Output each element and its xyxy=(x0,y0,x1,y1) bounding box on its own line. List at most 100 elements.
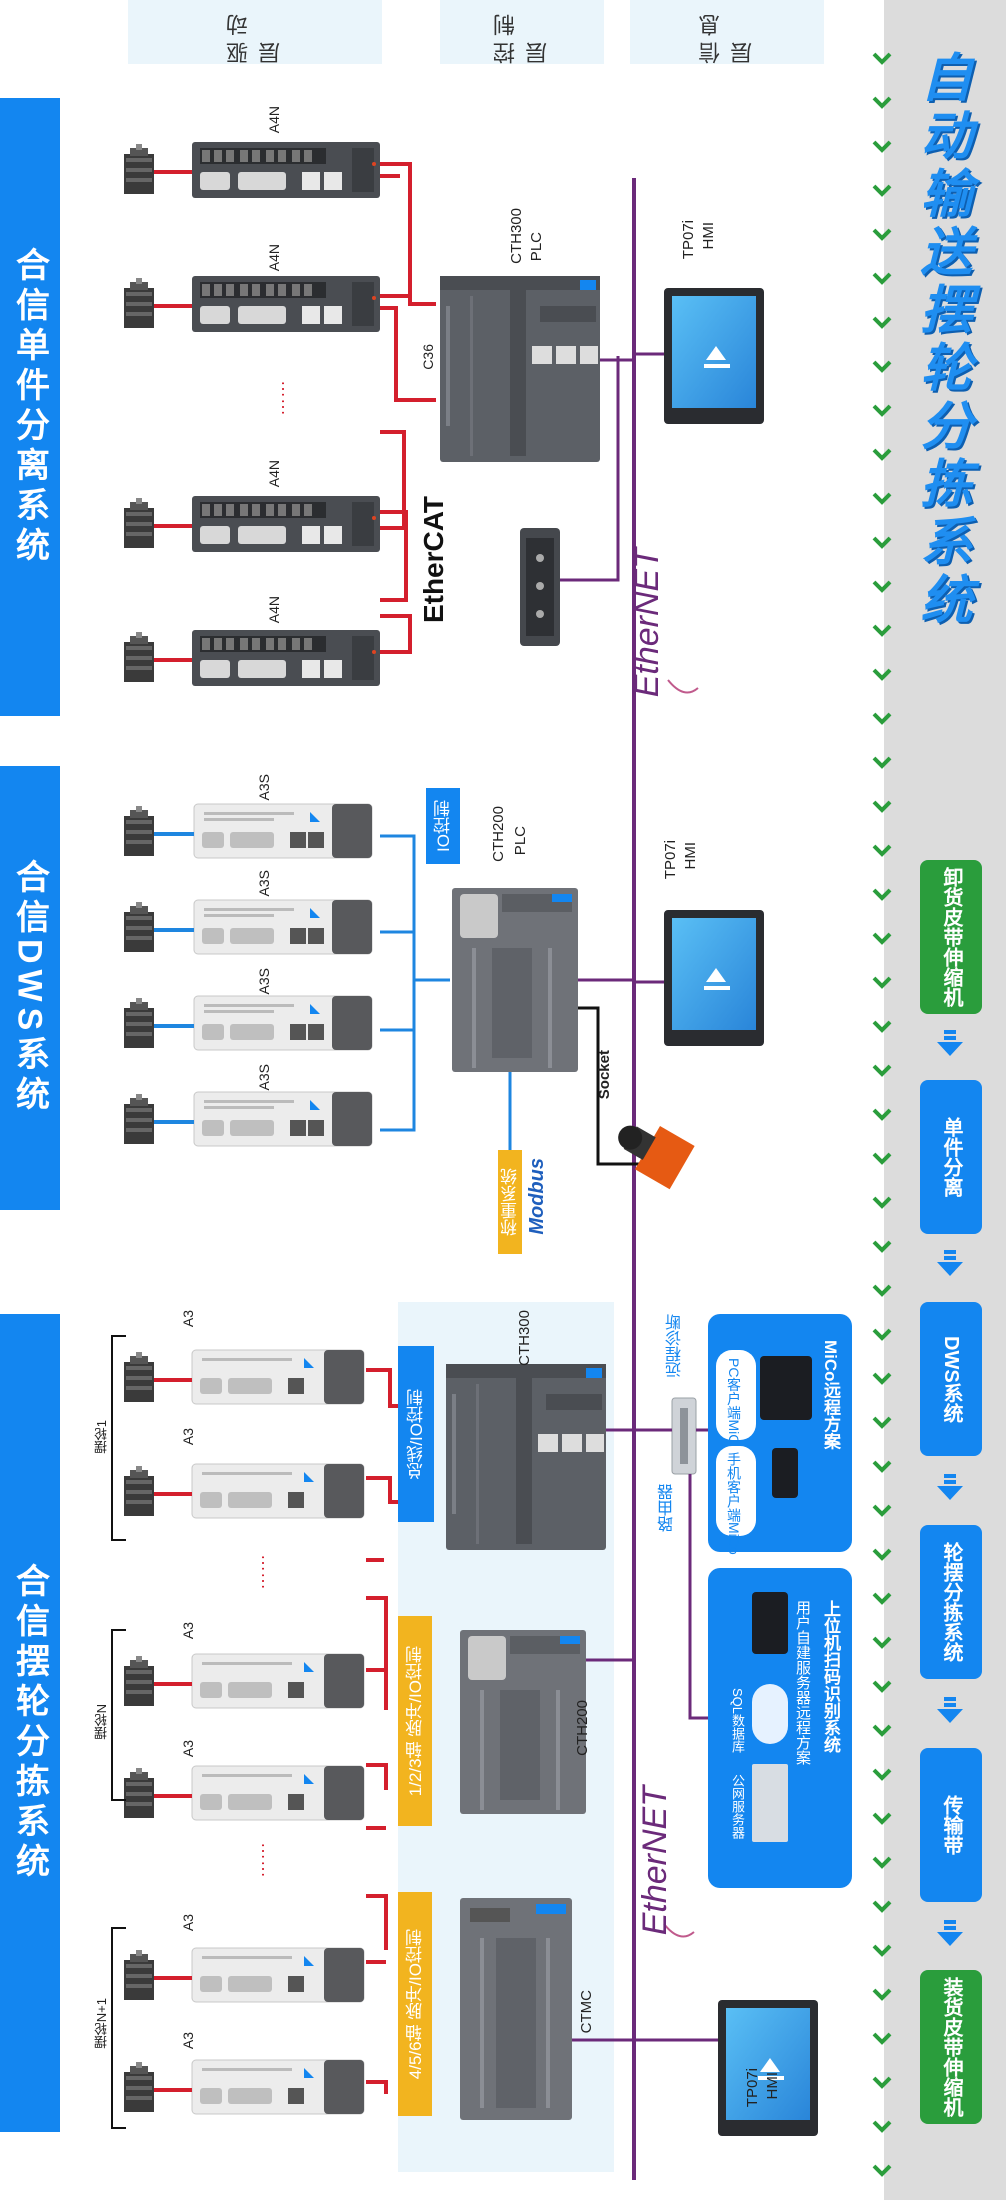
chevron-down-icon xyxy=(872,448,892,461)
chevron-down-icon xyxy=(872,1592,892,1605)
servo-motor xyxy=(124,1094,154,1144)
chevron-down-icon xyxy=(872,1328,892,1341)
servo-motor xyxy=(124,1950,154,2000)
axes-123-pill: 1/2/3轴 脉冲/IO控制 xyxy=(398,1616,432,1826)
servo-drive xyxy=(191,1653,365,1709)
chevron-down-icon xyxy=(872,2076,892,2089)
drive-label-a3: A3 xyxy=(180,1740,196,1758)
chevron-down-icon xyxy=(872,1372,892,1385)
chevron-down-icon xyxy=(872,844,892,857)
chevron-down-icon xyxy=(872,1020,892,1033)
chevron-down-icon xyxy=(872,1460,892,1473)
scan-title: 上位机扫码识别系统 xyxy=(821,1600,840,1753)
mico-phone-icon xyxy=(772,1448,798,1498)
chevron-column xyxy=(872,52,892,2177)
chevron-down-icon xyxy=(872,888,892,901)
network-diagram xyxy=(111,142,818,2180)
plc2-label: PLC xyxy=(512,826,529,856)
chevron-down-icon xyxy=(872,140,892,153)
io-control-pill: IO控制 xyxy=(426,788,460,864)
chevron-down-icon xyxy=(872,932,892,945)
drive-label-a3s: A3S xyxy=(256,774,272,801)
mico-phone-label: 手机客户端MiCo xyxy=(726,1452,742,1555)
cth200-label: CTH200 xyxy=(574,1700,591,1756)
hmi2-label: HMI xyxy=(682,842,699,870)
wheel-n-label: 摆轮N xyxy=(94,1704,109,1740)
chevron-down-icon xyxy=(872,1680,892,1693)
chevron-down-icon xyxy=(872,756,892,769)
chevron-down-icon xyxy=(872,272,892,285)
chevron-down-icon xyxy=(872,2032,892,2045)
chevron-down-icon xyxy=(872,536,892,549)
chevron-down-icon xyxy=(872,228,892,241)
scan-desc: 用户自建服务器远程方案 xyxy=(794,1600,811,1765)
ethernet-label: EtherNET xyxy=(628,548,666,698)
hmi-label: HMI xyxy=(700,222,717,250)
hmi2-model: TP07i xyxy=(662,840,679,880)
chevron-down-icon xyxy=(872,1812,892,1825)
drive-label-a3s: A3S xyxy=(256,1064,272,1091)
drive-label-a4n: A4N xyxy=(266,106,282,134)
c36-label: C36 xyxy=(420,344,436,370)
socket-label: Socket xyxy=(596,1050,613,1100)
servo-motor xyxy=(124,1768,154,1818)
chevron-down-icon xyxy=(872,800,892,813)
arrow-down-icon xyxy=(937,1474,963,1500)
chevron-down-icon xyxy=(872,316,892,329)
ctmc-label: CTMC xyxy=(578,1990,595,2034)
chevron-down-icon xyxy=(872,1548,892,1561)
cth300-label: CTH300 xyxy=(516,1310,533,1366)
ellipsis: …… xyxy=(248,1554,268,1590)
remote-diagnosis-label: 远程诊断 xyxy=(667,1314,684,1378)
chevron-down-icon xyxy=(872,1724,892,1737)
servo-drive xyxy=(193,899,373,955)
servo-motor xyxy=(124,998,154,1048)
chevron-down-icon xyxy=(872,52,892,65)
chevron-down-icon xyxy=(872,1284,892,1297)
servo-motor xyxy=(124,1466,154,1516)
server-icon xyxy=(752,1764,788,1842)
chevron-down-icon xyxy=(872,492,892,505)
chevron-down-icon xyxy=(872,1988,892,2001)
servo-drive xyxy=(192,496,380,552)
drive-label-a3: A3 xyxy=(180,2032,196,2050)
servo-drive xyxy=(191,1463,365,1519)
chevron-down-icon xyxy=(872,96,892,109)
system-bar-dws: 合信DWS系统 xyxy=(0,766,60,1210)
system-bar-single-separation: 合信单件分离系统 xyxy=(0,98,60,716)
process-step-conveyor: 传输带 xyxy=(920,1748,982,1902)
plc-label: PLC xyxy=(528,232,545,262)
chevron-down-icon xyxy=(872,1944,892,1957)
chevron-down-icon xyxy=(872,1240,892,1253)
drive-label-a3: A3 xyxy=(180,1914,196,1932)
chevron-down-icon xyxy=(872,1416,892,1429)
servo-drive xyxy=(192,142,380,198)
servo-motor xyxy=(124,144,154,194)
arrow-down-icon xyxy=(937,1697,963,1723)
servo-drive xyxy=(192,630,380,686)
servo-drive xyxy=(193,1091,373,1147)
hmi-model: TP07i xyxy=(680,220,697,260)
chevron-down-icon xyxy=(872,2164,892,2177)
hmi3-model: TP07i xyxy=(744,2068,761,2108)
servo-drive xyxy=(191,2059,365,2115)
chevron-down-icon xyxy=(872,1196,892,1209)
chevron-down-icon xyxy=(872,1064,892,1077)
ethernet-label: EtherNET xyxy=(636,1786,674,1936)
layer-info-header: 信息层 xyxy=(630,0,824,64)
servo-motor xyxy=(124,632,154,682)
servo-drive xyxy=(191,1765,365,1821)
server-label: 公网服务器 xyxy=(730,1774,745,1839)
scan-panel: 上位机扫码识别系统 用户自建服务器远程方案 SQL数据库 公网服务器 xyxy=(708,1568,852,1888)
process-step-unload: 卸货皮带伸缩机 xyxy=(920,860,982,1014)
chevron-down-icon xyxy=(872,624,892,637)
modbus-logo: Modbus xyxy=(526,1158,548,1235)
drive-label-a4n: A4N xyxy=(266,596,282,624)
plc2-model: CTH200 xyxy=(490,806,507,862)
axes-456-pill: 4/5/6轴 脉冲/IO控制 xyxy=(398,1892,432,2116)
servo-drive xyxy=(191,1349,365,1405)
chevron-down-icon xyxy=(872,1900,892,1913)
scan-monitor-icon xyxy=(752,1592,788,1654)
chevron-down-icon xyxy=(872,1768,892,1781)
servo-motor xyxy=(124,2062,154,2112)
